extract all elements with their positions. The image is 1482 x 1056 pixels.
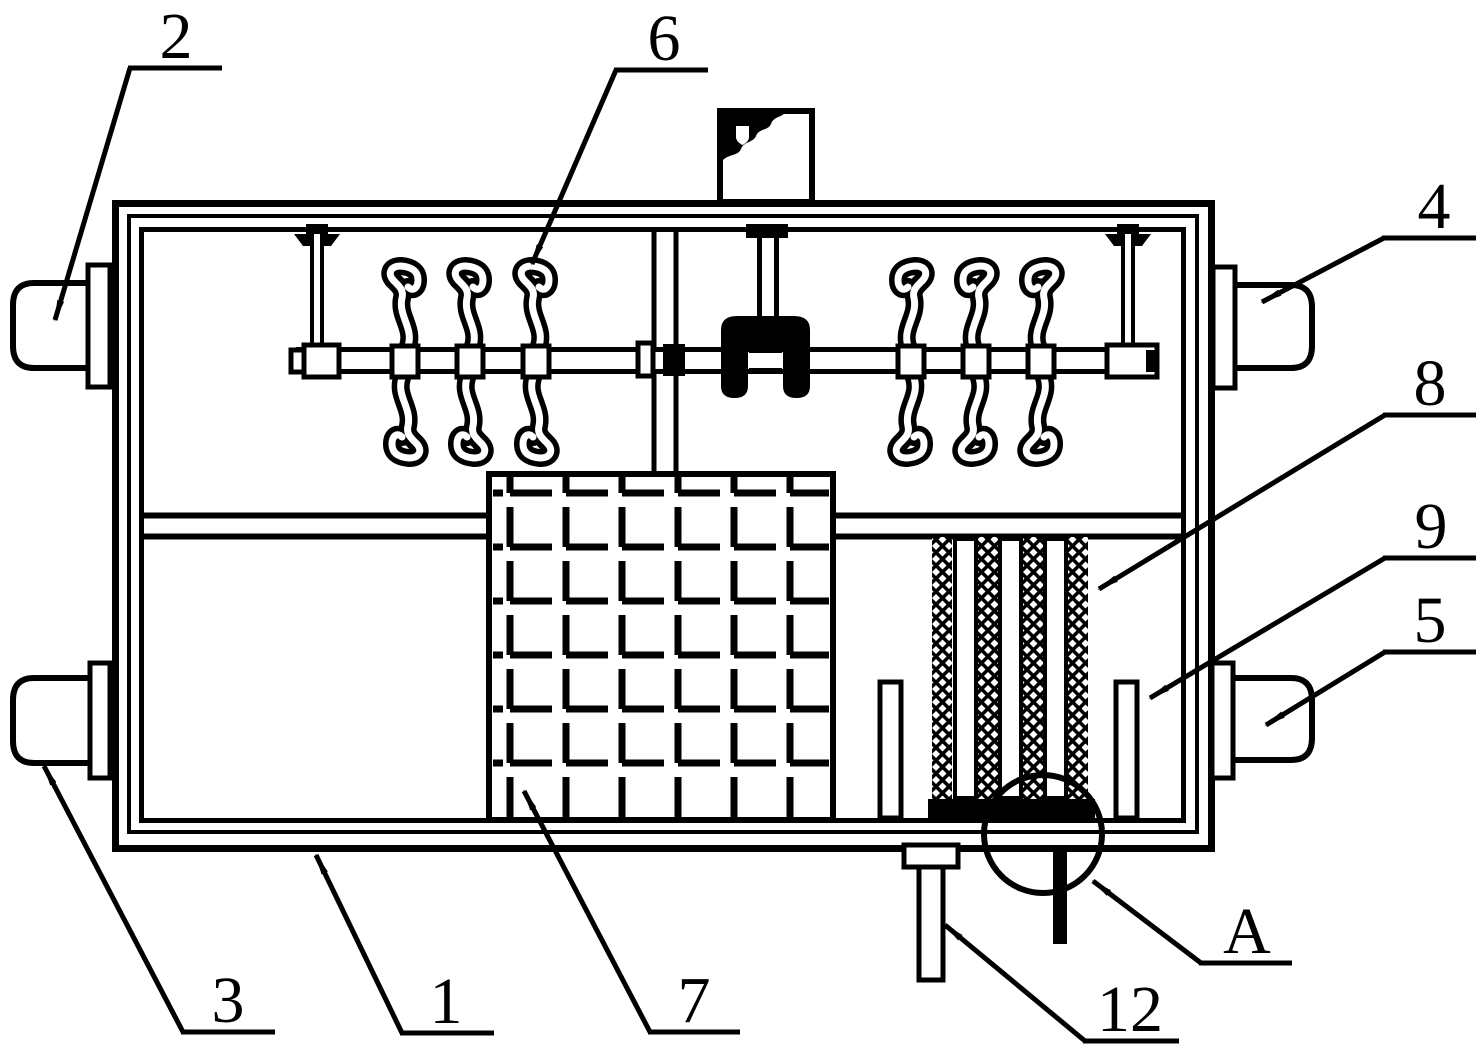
callout-1: 1	[313, 853, 494, 1038]
spacer-bar-1	[953, 537, 978, 800]
callout-4-label: 4	[1418, 170, 1451, 243]
grid-box	[486, 471, 836, 823]
right-hanger-bracket-right	[1133, 234, 1151, 246]
callout-5-leader	[1264, 649, 1387, 728]
mesh-bar-1	[932, 537, 952, 818]
drain-pipe	[916, 864, 946, 983]
callout-1-label: 1	[430, 965, 463, 1038]
column-bearing-cap	[635, 340, 656, 379]
upper-right-port-flange	[1210, 264, 1238, 391]
left-hanger-bracket-right	[322, 234, 340, 246]
drain-pipe-flange	[901, 842, 961, 870]
lower-right-port-body	[1209, 675, 1315, 763]
callout-A-label: A	[1223, 895, 1271, 968]
right-hanger-cap	[1117, 224, 1139, 234]
blade-hubs	[389, 343, 1057, 380]
spacer-bar-3	[1043, 537, 1068, 800]
detail-circle-A	[981, 772, 1105, 896]
tank-outer-wall	[112, 200, 1215, 852]
spacer-bar-2	[998, 537, 1023, 800]
callout-2-leader	[52, 67, 133, 322]
callout-12: 12	[943, 923, 1179, 1046]
upper-right-port-body	[1210, 282, 1315, 371]
left-bearing-block	[301, 342, 342, 380]
callout-6-label: 6	[648, 2, 681, 75]
callout-8-label: 8	[1414, 347, 1447, 420]
outlet-stub	[1053, 850, 1067, 944]
callout-12-leader	[943, 923, 1087, 1043]
left-hanger-bracket-left	[294, 234, 312, 246]
motor-corner-notch	[736, 126, 749, 145]
side-ports	[10, 262, 1315, 781]
callout-A-leader	[1091, 879, 1203, 965]
callout-9-leader	[1148, 555, 1387, 701]
mesh-bar-3	[1023, 537, 1043, 818]
shaft-right-end-nub	[1146, 350, 1158, 372]
lower-left-port-body	[10, 675, 113, 766]
mesh-bar-4	[1068, 537, 1088, 818]
right-hanger-bracket-left	[1105, 234, 1123, 246]
callout-5: 5	[1264, 584, 1476, 728]
callout-7-leader	[521, 789, 653, 1034]
callout-3-leader	[41, 764, 186, 1034]
agitator-assembly	[288, 266, 1160, 458]
callout-4: 4	[1260, 170, 1476, 305]
callout-9: 9	[1148, 490, 1476, 701]
motor-corner-icon	[723, 112, 786, 160]
upper-left-port-flange	[85, 262, 113, 390]
callout-7: 7	[521, 789, 740, 1037]
callout-4-leader	[1260, 235, 1386, 305]
callout-3-label: 3	[212, 964, 245, 1037]
column-bearing-block	[663, 344, 685, 376]
callout-2: 2	[52, 0, 222, 322]
filter-base-bar	[928, 799, 1095, 821]
callout-6: 6	[529, 2, 708, 266]
baffle-plates	[877, 679, 1140, 821]
callout-1-leader	[313, 853, 405, 1035]
mesh-bar-2	[978, 537, 998, 818]
callout-12-label: 12	[1097, 973, 1163, 1046]
grid-packing-block	[486, 471, 836, 823]
callout-8-leader	[1097, 412, 1387, 592]
tank-middle-wall	[127, 214, 1199, 834]
callout-8: 8	[1097, 347, 1476, 592]
grid-lattice-pattern	[493, 477, 829, 817]
drain-assembly	[901, 772, 1105, 983]
filter-module	[928, 537, 1095, 821]
motor-shaft-gland	[746, 224, 788, 238]
callout-5-label: 5	[1414, 584, 1447, 657]
baffle-plate-left	[877, 679, 904, 821]
callout-3: 3	[41, 764, 275, 1037]
tank-body-walls	[112, 200, 1215, 852]
shaft-coupling-fork	[721, 316, 810, 398]
lower-left-port-flange	[87, 660, 113, 781]
motor	[717, 108, 815, 318]
callout-2-label: 2	[160, 0, 193, 73]
callout-7-label: 7	[678, 964, 711, 1037]
callouts: 2 6 4 8 9 5 3	[41, 0, 1476, 1046]
callout-6-leader	[529, 69, 619, 266]
baffle-plate-right	[1113, 679, 1140, 821]
callout-A: A	[1091, 879, 1292, 968]
callout-9-label: 9	[1415, 490, 1448, 563]
lower-right-port-flange	[1209, 660, 1236, 781]
left-hanger-cap	[306, 224, 328, 234]
